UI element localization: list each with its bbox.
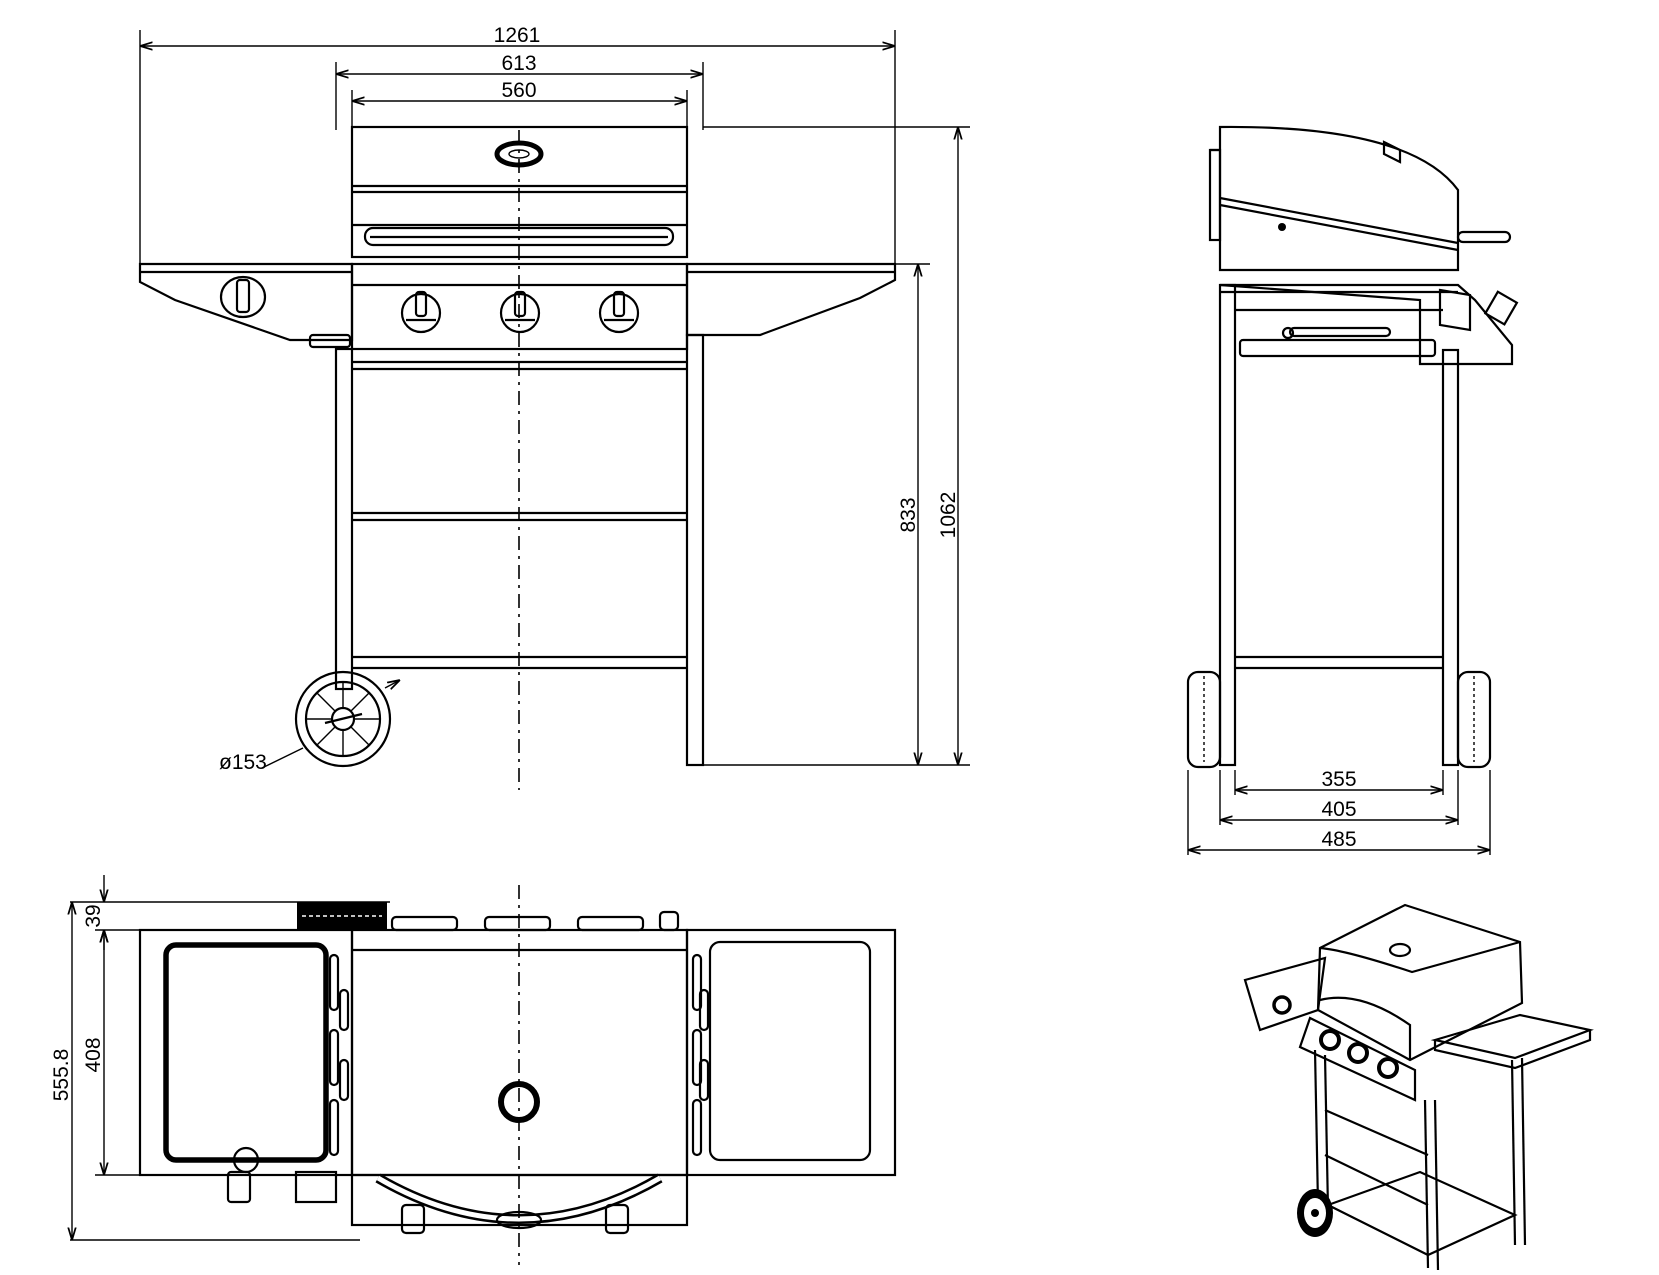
side-wheel-left [1186, 670, 1222, 769]
side-lid-handle [1456, 230, 1512, 244]
front-view: 1261 613 560 833 1062 [138, 24, 970, 790]
dim-1261: 1261 [494, 24, 541, 47]
dim-355: 355 [1321, 768, 1356, 791]
knob-icon [598, 290, 640, 334]
perspective-left-shelf [1243, 956, 1327, 1032]
side-left-leg [1218, 283, 1237, 767]
side-knob-icon [1483, 290, 1519, 326]
top-right-shelf [685, 928, 897, 1177]
side-burner-knob-icon [219, 275, 267, 319]
cart-frame [334, 333, 705, 767]
side-right-leg [1441, 348, 1460, 767]
right-side-shelf [685, 262, 897, 337]
dim-wheel-diameter: ø153 [219, 751, 267, 774]
dim-555-8: 555.8 [50, 1049, 73, 1102]
perspective-view [1243, 903, 1594, 1271]
top-view: 39 408 555.8 [50, 875, 897, 1265]
dim-833: 833 [897, 497, 920, 532]
dim-405: 405 [1321, 798, 1356, 821]
dim-485: 485 [1321, 828, 1356, 851]
left-side-shelf [138, 262, 354, 342]
front-dimension-grill-width: 613 [335, 52, 704, 130]
dim-560: 560 [501, 79, 536, 102]
side-wheel-right [1456, 670, 1492, 769]
knob-icon [499, 290, 541, 334]
perspective-control-panel [1298, 1016, 1417, 1102]
side-view: 355 405 485 [1186, 125, 1519, 855]
dim-1062: 1062 [937, 492, 960, 539]
wheel [294, 670, 392, 768]
dim-613: 613 [501, 52, 536, 75]
dim-408: 408 [82, 1037, 105, 1072]
side-burner-plate [163, 942, 329, 1163]
front-dimension-firebox-width: 560 [351, 79, 688, 128]
wheel-diameter-callout: ø153 [219, 680, 400, 774]
front-dimension-overall-width: 1261 [139, 24, 896, 265]
side-lid [1218, 125, 1460, 272]
dim-39: 39 [82, 904, 105, 927]
top-left-shelf [138, 928, 354, 1177]
knob-icon [400, 290, 442, 334]
front-dimension-heights: 833 1062 [700, 126, 970, 766]
